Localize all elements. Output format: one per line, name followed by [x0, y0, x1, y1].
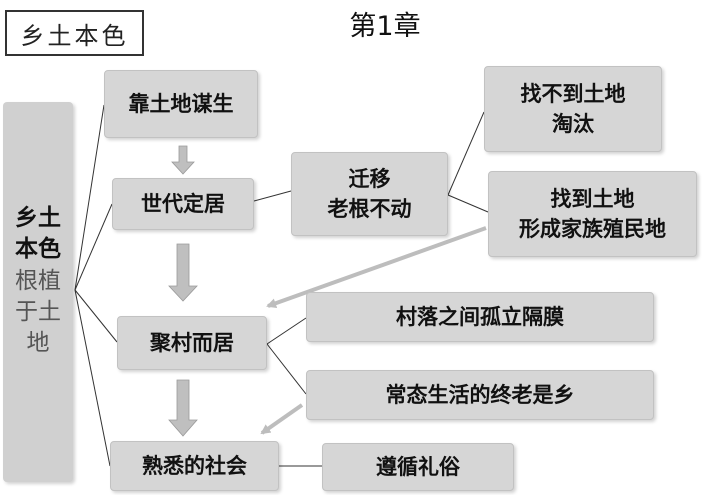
node-ju-cun: 聚村而居 [117, 316, 267, 370]
side-panel-title: 乡土本色 [15, 204, 61, 262]
node-ge-mo: 村落之间孤立隔膜 [306, 292, 654, 342]
node-shu-xi-label: 熟悉的社会 [142, 452, 247, 478]
arrow-down-1 [171, 145, 195, 175]
node-kao-tu-di-label: 靠土地谋生 [128, 90, 234, 116]
node-chang-tai: 常态生活的终老是乡 [306, 370, 654, 420]
fan-lines [74, 104, 118, 467]
node-zhao-dao-line1: 找到土地 [550, 185, 635, 211]
node-ge-mo-label: 村落之间孤立隔膜 [396, 303, 564, 329]
diagonal-arrows [260, 226, 487, 435]
node-ju-cun-label: 聚村而居 [150, 329, 234, 355]
arrow-down-2 [168, 243, 198, 302]
side-panel: 乡土本色 根植于土地 [3, 102, 73, 482]
side-panel-subtitle: 根植于土地 [15, 268, 61, 356]
branch-lines [253, 111, 489, 467]
node-qian-yi-line2: 老根不动 [327, 196, 412, 221]
node-shu-xi: 熟悉的社会 [110, 441, 279, 491]
node-shi-dai-label: 世代定居 [141, 190, 225, 216]
node-zhao-dao: 找到土地 形成家族殖民地 [488, 171, 697, 257]
node-li-su-label: 遵循礼俗 [376, 453, 460, 479]
down-arrows [168, 145, 198, 437]
node-zhao-bu-dao: 找不到土地 淘汰 [484, 66, 662, 152]
node-qian-yi: 迁移 老根不动 [291, 152, 448, 236]
node-zhao-bu-dao-line2: 淘汰 [552, 111, 594, 136]
node-chang-tai-label: 常态生活的终老是乡 [385, 381, 575, 407]
chapter-title: 第1章 [349, 11, 421, 42]
section-tag: 乡土本色 [5, 10, 144, 56]
arrow-to-shuxi [260, 403, 304, 435]
section-tag-label: 乡土本色 [20, 21, 129, 50]
node-zhao-dao-line2: 形成家族殖民地 [519, 216, 666, 241]
node-kao-tu-di: 靠土地谋生 [104, 70, 258, 138]
node-shi-dai: 世代定居 [112, 178, 254, 230]
arrow-to-jucun [266, 226, 487, 309]
node-qian-yi-line1: 迁移 [348, 165, 391, 191]
node-li-su: 遵循礼俗 [322, 443, 514, 491]
arrow-down-3 [168, 379, 198, 437]
node-zhao-bu-dao-line1: 找不到土地 [520, 80, 626, 106]
